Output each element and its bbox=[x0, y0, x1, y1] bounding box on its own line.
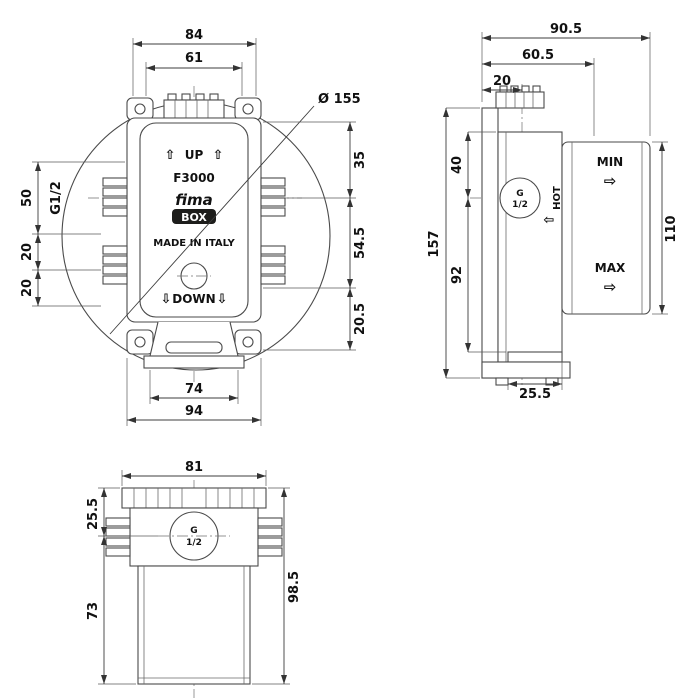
bottom-top-rib-band bbox=[121, 487, 267, 509]
down-arrow-right-icon: ⇩ bbox=[217, 292, 228, 307]
top-left-screw-hole bbox=[134, 103, 146, 115]
bottom-right-ear bbox=[234, 329, 262, 355]
dim-bottom-lower: 73 bbox=[86, 602, 101, 620]
bottom-left-ear bbox=[126, 329, 154, 355]
model-label: F3000 bbox=[173, 171, 215, 185]
min-arrow-icon: ⇨ bbox=[604, 172, 617, 190]
dim-left-upper: 50 bbox=[20, 189, 35, 207]
dim-depth-total: 90.5 bbox=[550, 22, 582, 37]
thread-size-label: G1/2 bbox=[49, 181, 64, 215]
dim-diameter: Ø 155 bbox=[318, 92, 361, 107]
dim-bottom-total: 98.5 bbox=[287, 571, 302, 603]
dim-height-upper: 40 bbox=[450, 156, 465, 174]
dim-width-bottom-inner: 74 bbox=[185, 382, 203, 397]
top-left-ear bbox=[126, 97, 154, 121]
left-port-ribs-upper bbox=[102, 177, 128, 217]
dim-height-front: 110 bbox=[664, 215, 679, 242]
right-port-ribs-upper bbox=[260, 177, 286, 217]
origin-label: MADE IN ITALY bbox=[153, 238, 235, 249]
max-arrow-icon: ⇨ bbox=[604, 278, 617, 296]
diameter-leader-line bbox=[109, 105, 315, 335]
dim-left-mid: 20 bbox=[20, 243, 35, 261]
dim-height-lower-right: 20.5 bbox=[353, 303, 368, 335]
min-label: MIN bbox=[597, 155, 623, 169]
dim-height-upper-right: 35 bbox=[353, 151, 368, 169]
bottom-bracket bbox=[143, 321, 245, 369]
wall-plate bbox=[481, 107, 499, 379]
brand-name: fima bbox=[175, 191, 213, 209]
right-port-ribs-lower bbox=[260, 245, 286, 285]
brand-sub: BOX bbox=[181, 211, 207, 224]
dim-depth-plate: 20 bbox=[493, 74, 511, 89]
bottom-right-port-ribs bbox=[257, 517, 283, 557]
dim-height-total: 157 bbox=[427, 230, 442, 257]
side-front-body bbox=[561, 141, 651, 315]
dim-foot-depth: 25.5 bbox=[519, 387, 551, 402]
left-port-ribs-lower bbox=[102, 245, 128, 285]
bottom-view: G 1/2 81 25.5 73 98.5 bbox=[86, 460, 302, 698]
top-right-screw-hole bbox=[242, 103, 254, 115]
hot-arrow-icon: ⇦ bbox=[544, 213, 555, 228]
dim-height-mid-right: 54.5 bbox=[353, 227, 368, 259]
dim-width-top-outer: 84 bbox=[185, 28, 203, 43]
front-dimensions: 84 61 35 54.5 20.5 50 20 bbox=[20, 28, 368, 426]
dim-bottom-width: 81 bbox=[185, 460, 203, 475]
dim-width-bottom-outer: 94 bbox=[185, 404, 203, 419]
side-port-g: G bbox=[516, 189, 523, 199]
dim-bottom-upper: 25.5 bbox=[86, 498, 101, 530]
front-view: ⇧ UP ⇧ F3000 fima BOX MADE IN ITALY ⇩ DO… bbox=[20, 28, 368, 426]
dim-depth-mid: 60.5 bbox=[522, 48, 554, 63]
up-arrow-right-icon: ⇧ bbox=[213, 148, 224, 163]
bottom-left-port-ribs bbox=[105, 517, 131, 557]
bottom-dimensions: 81 25.5 73 98.5 bbox=[86, 460, 302, 685]
side-dimensions: 90.5 60.5 20 40 92 157 110 25.5 bbox=[427, 22, 679, 402]
dim-width-top-inner: 61 bbox=[185, 51, 203, 66]
down-arrow-left-icon: ⇩ bbox=[161, 292, 172, 307]
side-top-port-ribs bbox=[495, 85, 545, 109]
side-view: MIN ⇨ MAX ⇨ HOT ⇦ G 1/2 90.5 60.5 20 bbox=[427, 22, 679, 402]
dim-left-lower: 20 bbox=[20, 279, 35, 297]
bottom-port-g: G bbox=[190, 526, 197, 536]
bottom-port-size: 1/2 bbox=[186, 538, 202, 548]
face-markings: ⇧ UP ⇧ F3000 fima BOX MADE IN ITALY ⇩ DO… bbox=[153, 148, 235, 307]
side-port-circle bbox=[499, 177, 541, 219]
bottom-left-screw-hole bbox=[134, 336, 146, 348]
side-main-body bbox=[497, 131, 563, 363]
bottom-right-screw-hole bbox=[242, 336, 254, 348]
top-right-ear bbox=[234, 97, 262, 121]
hot-label: HOT bbox=[552, 186, 563, 210]
brand-badge bbox=[172, 209, 216, 224]
max-label: MAX bbox=[595, 261, 626, 275]
up-label: UP bbox=[185, 148, 204, 162]
down-label: DOWN bbox=[172, 292, 215, 306]
bottom-lower-body bbox=[137, 565, 251, 685]
top-port-ribs bbox=[163, 93, 225, 119]
side-port-size: 1/2 bbox=[512, 200, 528, 210]
dim-height-lower: 92 bbox=[450, 266, 465, 284]
up-arrow-left-icon: ⇧ bbox=[165, 148, 176, 163]
